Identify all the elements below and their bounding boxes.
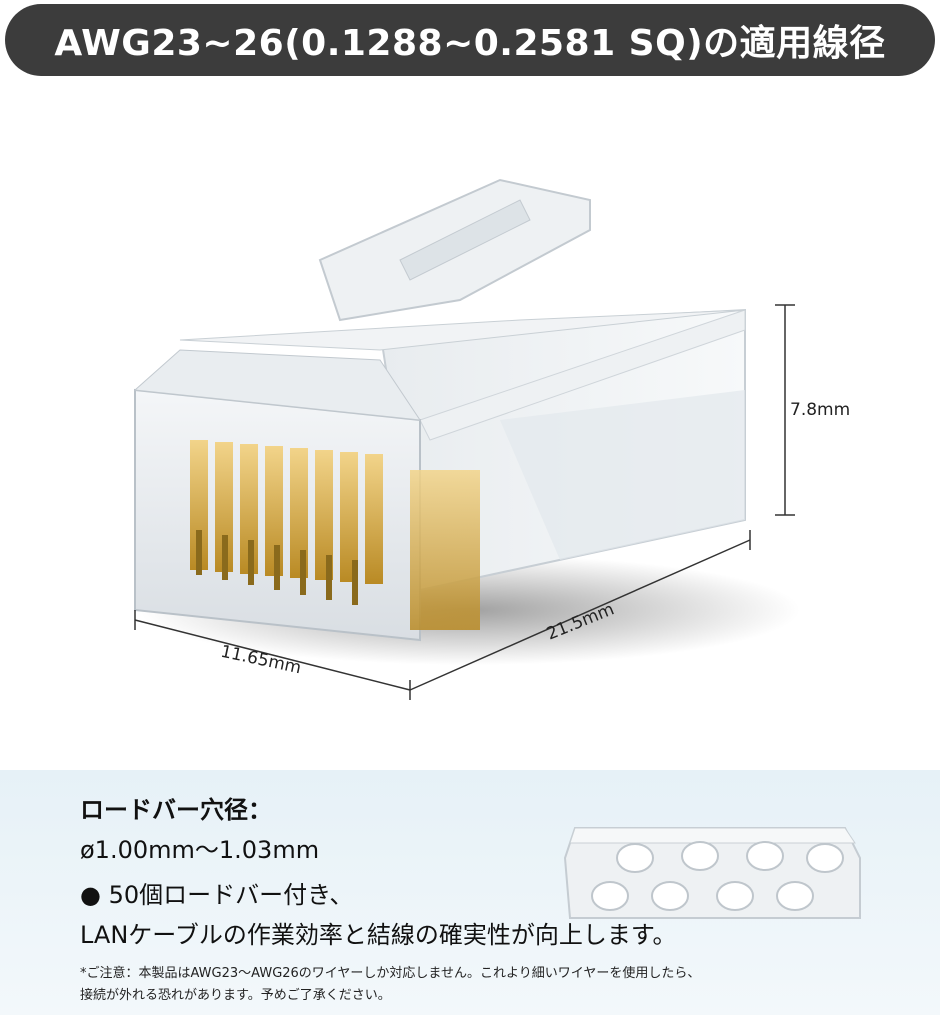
- feature-line-1: ● 50個ロードバー付き、: [80, 881, 354, 909]
- banner-title: AWG23~26(0.1288~0.2581 SQ)の適用線径: [54, 23, 886, 64]
- dimension-lines: [134, 304, 795, 700]
- note-line-2: 接続が外れる恐れがあります。予めご了承ください。: [80, 988, 391, 1003]
- diameter-text: ø1.00mm〜1.03mm: [80, 836, 320, 864]
- height-dimension-label: 7.8mm: [790, 400, 851, 420]
- gold-contacts: [190, 440, 480, 630]
- load-bar-image: [563, 827, 861, 919]
- info-panel: ロードバー穴径： ø1.00mm〜1.03mm ● 50個ロードバー付き、 LA…: [0, 770, 940, 1015]
- contact-pins: [196, 530, 358, 605]
- load-bar-title: ロードバー穴径：: [80, 796, 272, 824]
- rj45-connector-photo: [133, 178, 800, 700]
- note-line-1: *ご注意：本製品はAWG23〜AWG26のワイヤーしか対応しません。これより細い…: [80, 966, 701, 981]
- feature-line-2: LANケーブルの作業効率と結線の確実性が向上します。: [80, 921, 677, 949]
- title-banner: AWG23~26(0.1288~0.2581 SQ)の適用線径: [5, 4, 935, 76]
